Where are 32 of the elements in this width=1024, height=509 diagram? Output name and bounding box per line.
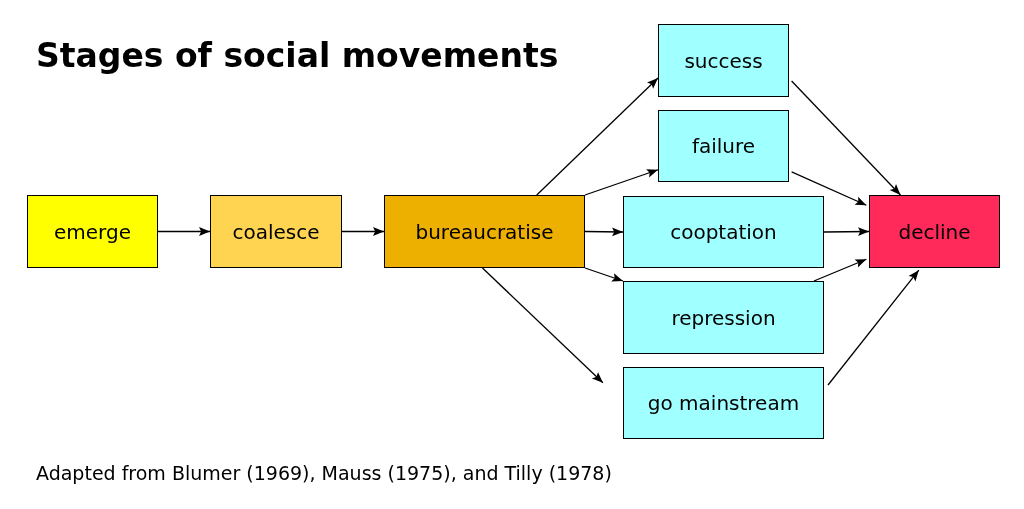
stage-box: [623, 281, 824, 354]
stage-label: repression: [671, 305, 776, 330]
stage-box: [210, 195, 342, 268]
arrow: [813, 258, 868, 282]
arrow: [584, 267, 624, 282]
arrow: [790, 171, 868, 206]
stage-box: [658, 110, 789, 182]
stage-box: [658, 24, 789, 97]
stage-label: coalesce: [232, 219, 320, 244]
arrow: [584, 227, 624, 237]
arrow: [823, 227, 870, 236]
stage-label: emerge: [54, 219, 131, 244]
stage-box: [27, 195, 158, 268]
stage-label: failure: [691, 134, 756, 158]
arrow: [157, 227, 211, 236]
stage-box: [869, 195, 1000, 268]
stage-box: [384, 195, 585, 268]
source-caption: Adapted from Blumer (1969), Mauss (1975), and Tilly (1978): [36, 462, 612, 484]
diagram-title: Stages of social movements: [36, 36, 559, 75]
arrow: [790, 80, 902, 196]
stage-box: [623, 196, 824, 268]
arrow: [584, 169, 659, 196]
arrow: [341, 227, 385, 236]
arrow: [827, 269, 920, 386]
arrow: [536, 77, 659, 196]
stage-box: [623, 367, 824, 439]
stage-label: go mainstream: [647, 391, 800, 415]
arrow: [481, 267, 604, 384]
stage-label: decline: [898, 219, 971, 244]
stage-label: bureaucratise: [415, 219, 554, 244]
stage-label: success: [684, 48, 763, 73]
stage-label: cooptation: [670, 220, 777, 244]
